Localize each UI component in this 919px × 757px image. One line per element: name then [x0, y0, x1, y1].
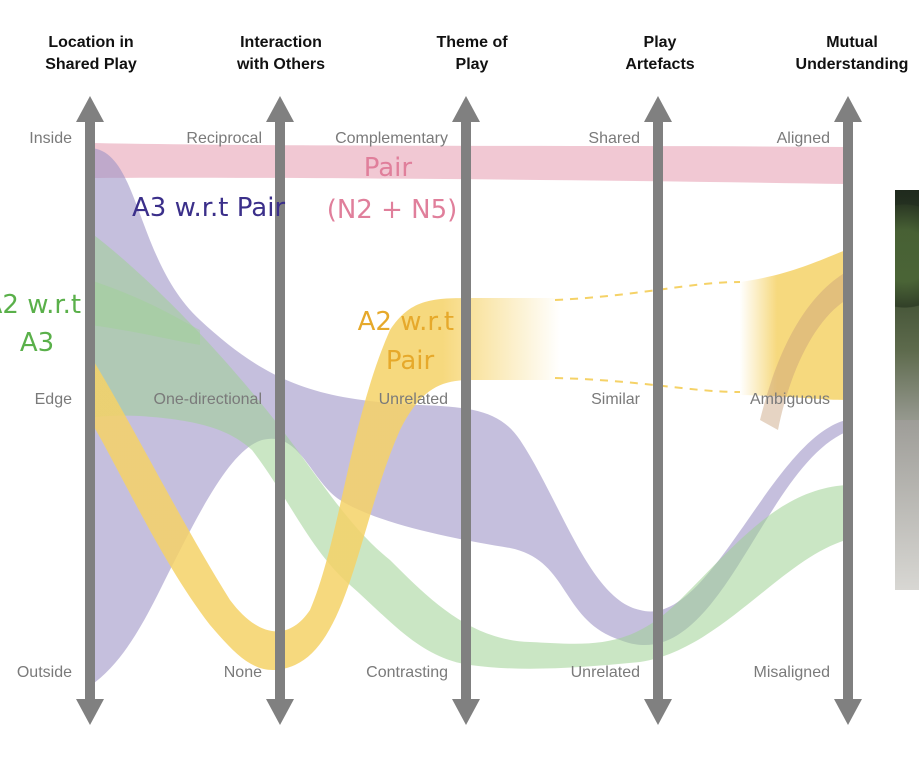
flow-a2-pair-dashed-top — [554, 281, 741, 301]
axis-understanding-arrow-up — [834, 96, 862, 122]
axis-location-arrow-down — [76, 699, 104, 725]
flow-a2-pair-end — [740, 250, 846, 400]
axis-theme-arrow-down — [452, 699, 480, 725]
flow-a2-pair-tail — [760, 272, 846, 430]
axis-interaction-line — [275, 116, 285, 705]
flow-a2-pair-band — [90, 298, 560, 671]
flow-a2-pair-dashed-bottom — [554, 377, 741, 393]
axis-artefacts-arrow-down — [644, 699, 672, 725]
flow-label-a2-a3: A2 w.r.t A3 — [0, 290, 89, 358]
axis-understanding-line — [843, 116, 853, 705]
axis-theme-arrow-up — [452, 96, 480, 122]
axis-theme-tick-top: Complementary — [335, 130, 448, 147]
axis-artefacts-tick-top: Shared — [588, 130, 640, 147]
flow-label-a3: A3 w.r.t Pair — [132, 193, 285, 223]
axis-theme-tick-middle: Unrelated — [379, 391, 448, 408]
axis-theme-tick-bottom: Contrasting — [366, 664, 448, 681]
axis-understanding-tick-bottom: Misaligned — [754, 664, 830, 681]
axis-artefacts-arrow-up — [644, 96, 672, 122]
axis-location-tick-middle: Edge — [35, 391, 72, 408]
axis-artefacts-line — [653, 116, 663, 705]
axis-understanding-tick-top: Aligned — [777, 130, 830, 147]
axis-artefacts-tick-middle: Similar — [591, 391, 641, 408]
axis-interaction-tick-middle: One-directional — [154, 391, 263, 408]
photo-tree — [895, 200, 919, 340]
axis-interaction-arrow-down — [266, 699, 294, 725]
flow-label-pair: Pair (N2 + N5) — [327, 153, 458, 225]
flow-label-a2-pair: A2 w.r.t Pair — [358, 307, 463, 376]
axis-artefacts-tick-bottom: Unrelated — [571, 664, 640, 681]
cropped-photo — [895, 190, 919, 590]
axis-location-tick-top: Inside — [29, 130, 72, 147]
axis-understanding-arrow-down — [834, 699, 862, 725]
axis-interaction-arrow-up — [266, 96, 294, 122]
axis-interaction-tick-bottom: None — [224, 664, 262, 681]
axis-theme-line — [461, 116, 471, 705]
axis-location-tick-bottom: Outside — [17, 664, 72, 681]
axis-interaction-tick-top: Reciprocal — [186, 130, 262, 147]
photo-path — [895, 420, 919, 590]
axis-location-line — [85, 116, 95, 705]
axis-understanding-tick-middle: Ambiguous — [750, 391, 830, 408]
flow-a2-a3-band-upper — [90, 280, 200, 345]
axis-location-arrow-up — [76, 96, 104, 122]
